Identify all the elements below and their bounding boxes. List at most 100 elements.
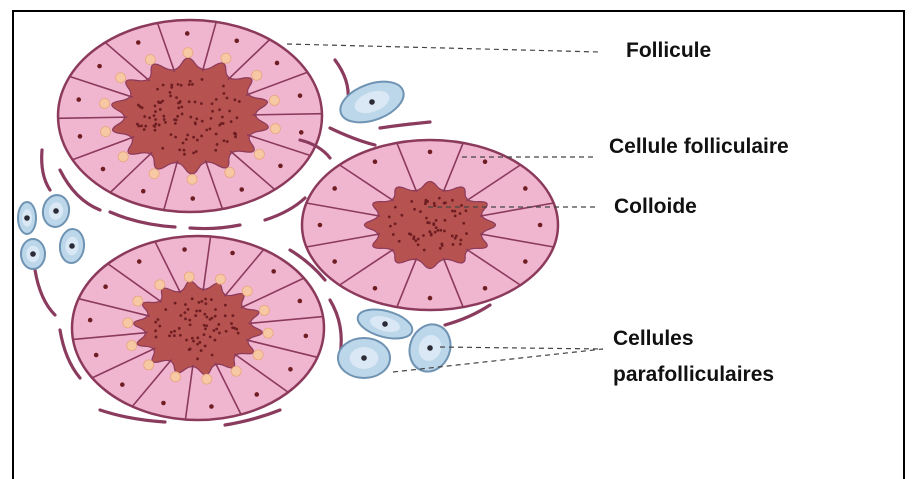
colloid-dot	[451, 235, 454, 238]
colloid-dot	[178, 327, 181, 330]
membrane-stroke	[42, 150, 50, 190]
colloid-dot	[189, 116, 192, 119]
colloid-dot	[155, 123, 158, 126]
colloid-dot	[439, 247, 442, 250]
membrane-stroke	[190, 225, 240, 229]
colloid-dot	[186, 134, 189, 137]
colloid-dot	[175, 96, 178, 99]
colloid-dot	[155, 336, 158, 339]
colloid-dot	[183, 153, 186, 156]
cell-nucleus	[299, 130, 304, 135]
colloid-dot	[434, 231, 437, 234]
cell-nucleus	[275, 61, 280, 66]
colloid-dot	[192, 340, 195, 343]
colloid-dot	[177, 106, 180, 109]
colloid-dot	[233, 132, 236, 135]
colloid-dot	[164, 308, 167, 311]
colloid-dot	[464, 209, 467, 212]
colloid-dot	[162, 84, 165, 87]
cell-nucleus	[523, 186, 528, 191]
colloid-dot	[154, 104, 157, 107]
cell-nucleus	[288, 367, 293, 372]
colloid-dot	[184, 303, 187, 306]
parafollicular-cell	[21, 239, 45, 269]
colloid-dot	[203, 333, 206, 336]
colloid-dot	[196, 343, 199, 346]
colloid-dot	[158, 124, 161, 127]
parafollicular-cell	[40, 193, 71, 229]
colloid-dot	[410, 200, 413, 203]
colloid-dot	[211, 102, 214, 105]
colloid-dot	[430, 234, 433, 237]
colloid-dot	[436, 229, 439, 232]
colloid-dot	[210, 317, 213, 320]
cell-nucleus	[94, 353, 99, 358]
colloid-dot	[164, 121, 167, 124]
colloid-dot	[187, 308, 190, 311]
colloid-dot	[215, 327, 218, 330]
cell-nucleus	[332, 186, 337, 191]
label-cellule-folliculaire: Cellule folliculaire	[609, 134, 789, 159]
parafollicular-nucleus	[361, 355, 367, 361]
colloid-dot	[236, 116, 239, 119]
colloid-dot	[230, 322, 233, 325]
colloid-dot	[210, 117, 213, 120]
colloid-dot	[161, 100, 164, 103]
colloid-dot	[179, 100, 182, 103]
colloid-dot	[200, 102, 203, 105]
colloid-dot	[196, 357, 199, 360]
colloid-droplet	[118, 152, 128, 162]
colloid-dot	[200, 349, 203, 352]
colloid-droplet	[215, 274, 225, 284]
colloid-dot	[154, 129, 157, 132]
colloid-droplet	[145, 55, 155, 65]
colloid-droplet	[133, 296, 143, 306]
colloid-dot	[459, 243, 462, 246]
cell-nucleus	[318, 223, 323, 228]
colloid-dot	[214, 315, 217, 318]
colloid-droplet	[202, 374, 212, 384]
colloid-dot	[226, 140, 229, 143]
colloid-dot	[157, 101, 160, 104]
colloid-droplet	[259, 305, 269, 315]
colloid-dot	[157, 318, 160, 321]
colloid-droplet	[187, 174, 197, 184]
colloid-dot	[218, 332, 221, 335]
colloid-droplet	[242, 286, 252, 296]
colloid-droplet	[225, 167, 235, 177]
colloid-dot	[199, 309, 202, 312]
colloid-dot	[189, 348, 192, 351]
colloid-dot	[169, 95, 172, 98]
colloid-droplet	[144, 360, 154, 370]
follicle-bottom-left	[72, 236, 324, 420]
colloid-dot	[188, 83, 191, 86]
colloid-droplet	[254, 149, 264, 159]
parafollicular-cell	[59, 228, 86, 264]
colloid-dot	[195, 150, 198, 153]
colloid-dot	[185, 339, 188, 342]
colloid-droplet	[184, 272, 194, 282]
colloid-dot	[177, 83, 180, 86]
colloid-dot	[194, 314, 197, 317]
colloid-dot	[191, 297, 194, 300]
membrane-stroke	[265, 198, 305, 220]
colloid-dot	[435, 226, 438, 229]
colloid-dot	[168, 334, 171, 337]
colloid-droplet	[252, 70, 262, 80]
membrane-stroke	[330, 128, 375, 145]
colloid-droplet	[149, 169, 159, 179]
colloid-dot	[189, 323, 192, 326]
colloid-dot	[465, 232, 468, 235]
colloid-dot	[195, 310, 198, 313]
membrane-stroke	[35, 270, 55, 315]
colloid-dot	[441, 244, 444, 247]
colloid-dot	[143, 128, 146, 131]
colloid-droplet	[221, 53, 231, 63]
colloid-dot	[178, 149, 181, 152]
colloid-dot	[211, 110, 214, 113]
colloid-dot	[223, 92, 226, 95]
colloid-dot	[462, 222, 465, 225]
colloid-dot	[454, 237, 457, 240]
colloid-dot	[156, 88, 159, 91]
colloid-droplet	[253, 350, 263, 360]
